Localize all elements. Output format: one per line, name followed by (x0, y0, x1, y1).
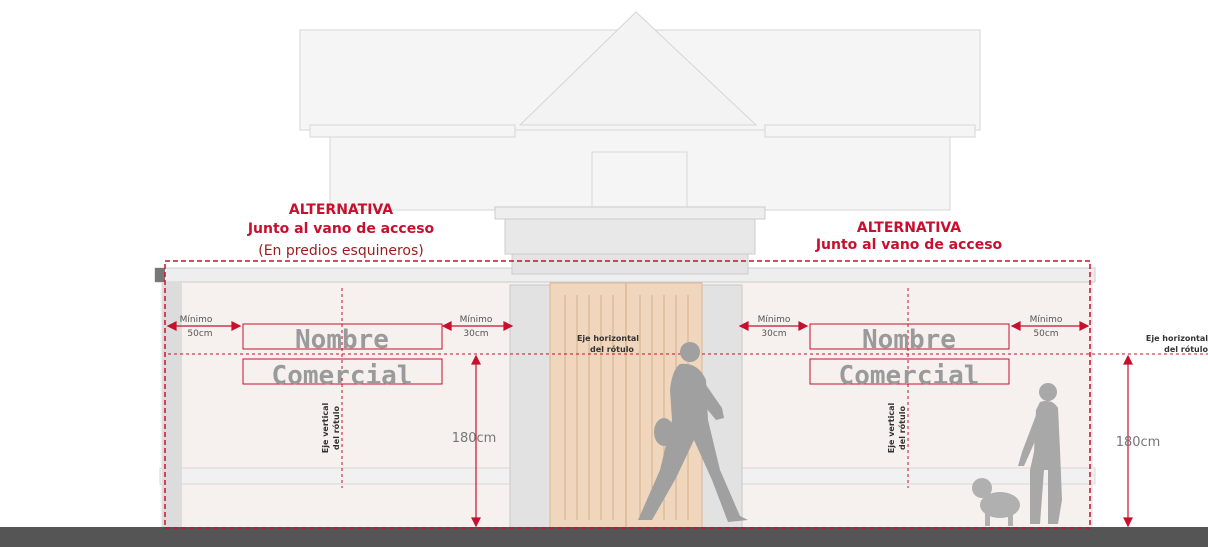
dog-figure (972, 478, 1020, 526)
left-inner-min-value: 30cm (463, 329, 488, 339)
ground (0, 527, 1208, 547)
left-sign: Nombre Comercial (242, 323, 443, 391)
right-outer-min-arrow (1010, 321, 1090, 331)
right-sign-line2: Comercial (839, 361, 980, 391)
left-height-label: 180cm (452, 431, 497, 446)
right-title: ALTERNATIVA (857, 220, 961, 236)
left-height-arrow (471, 354, 481, 528)
left-outer-min-label: Mínimo (180, 315, 213, 325)
sign-zone-outline (164, 260, 1091, 529)
house-silhouette (299, 11, 981, 213)
left-sign-line2: Comercial (272, 361, 413, 391)
left-sign-line1: Nombre (295, 325, 389, 355)
left-inner-min-arrow (441, 321, 514, 331)
right-sign: Nombre Comercial (809, 323, 1010, 391)
left-outer-min-arrow (166, 321, 242, 331)
right-axis-label-1: Eje horizontal (1146, 334, 1208, 343)
right-sign-line1: Nombre (862, 325, 956, 355)
left-vaxis-label-1: Eje vertical (321, 403, 330, 454)
center-axis-label-2: del rótulo (590, 344, 634, 354)
left-subtitle: Junto al vano de acceso (247, 221, 435, 237)
left-note: (En predios esquineros) (258, 243, 423, 259)
right-inner-min-label: Mínimo (758, 315, 791, 325)
right-inner-min-arrow (738, 321, 809, 331)
right-vaxis-label-2: del rótulo (897, 406, 907, 450)
right-outer-min-label: Mínimo (1030, 315, 1063, 325)
right-inner-min-value: 30cm (761, 329, 786, 339)
left-vaxis-label-2: del rótulo (331, 406, 341, 450)
right-height-label: 180cm (1116, 435, 1161, 450)
left-inner-min-label: Mínimo (460, 315, 493, 325)
right-height-arrow (1123, 354, 1133, 528)
girl-figure (1018, 383, 1062, 524)
right-outer-min-value: 50cm (1033, 329, 1058, 339)
left-title: ALTERNATIVA (289, 202, 393, 218)
center-axis-label-1: Eje horizontal (577, 334, 639, 343)
right-vaxis-label-1: Eje vertical (887, 403, 896, 454)
right-axis-label-2: del rótulo (1164, 344, 1208, 354)
gate-portal (494, 206, 766, 529)
right-subtitle: Junto al vano de acceso (815, 237, 1003, 253)
left-outer-min-value: 50cm (187, 329, 212, 339)
walking-man-figure (638, 342, 748, 522)
